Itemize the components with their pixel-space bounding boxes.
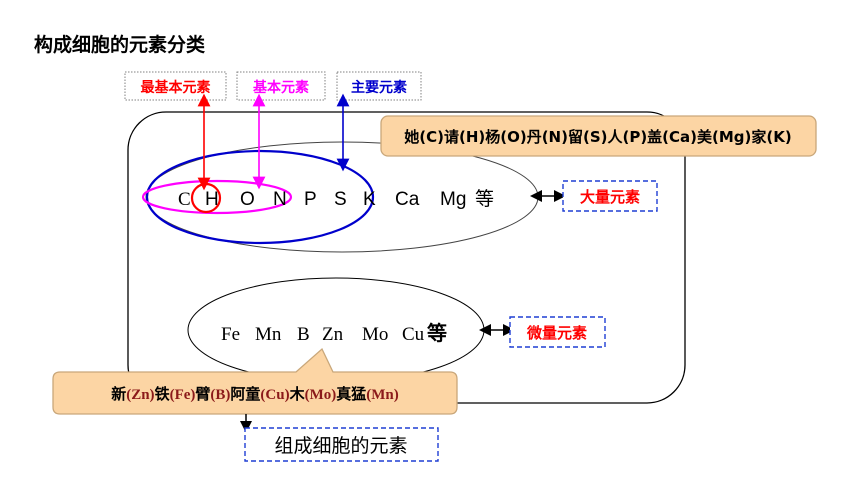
micro-mnemonic-callout: 新(Zn)铁(Fe)臂(B)阿童(Cu)木(Mo)真猛(Mn)	[52, 347, 458, 415]
macro-mnemonic-callout: 她(C)请(H)杨(O)丹(N)留(S)人(P)盖(Ca)美(Mg)家(K)	[380, 115, 817, 157]
most-basic-label-box: 最基本元素	[124, 71, 227, 101]
element-mg: Mg	[440, 189, 466, 210]
micro-mnemonic-element: (B)	[210, 387, 230, 403]
micro-label-box	[509, 316, 606, 348]
element-p: P	[304, 189, 317, 210]
micro-elements-row: Fe Mn B Zn Mo Cu 等	[221, 321, 447, 345]
element-b: B	[297, 324, 310, 345]
element-k: K	[363, 189, 376, 210]
micro-mnemonic-element: (Zn)	[126, 387, 154, 403]
main-label-box: 主要元素	[336, 71, 422, 101]
macro-mnemonic-text: 她(C)请(H)杨(O)丹(N)留(S)人(P)盖(Ca)美(Mg)家(K)	[404, 128, 791, 146]
micro-label: 微量元素	[526, 324, 587, 342]
element-zn: Zn	[322, 324, 344, 345]
element-s: S	[334, 189, 347, 210]
element-c: C	[178, 189, 191, 210]
macro-suffix: 等	[475, 188, 494, 210]
macro-label: 大量元素	[580, 188, 640, 206]
micro-mnemonic-char: 臂	[195, 385, 210, 403]
page-title: 构成细胞的元素分类	[34, 33, 205, 56]
element-fe: Fe	[221, 324, 240, 345]
cell-elements-label-box	[244, 427, 439, 462]
element-mo: Mo	[362, 324, 388, 345]
micro-mnemonic-element: (Mo)	[305, 387, 337, 403]
basic-label-box: 基本元素	[236, 71, 326, 101]
main-label: 主要元素	[351, 79, 407, 96]
macro-label-box	[562, 180, 658, 212]
element-o: O	[240, 189, 255, 210]
micro-mnemonic-char: 阿童	[230, 385, 260, 403]
micro-suffix: 等	[427, 321, 447, 345]
element-n: N	[273, 189, 287, 210]
micro-mnemonic-char: 新	[111, 385, 126, 403]
micro-mnemonic-element: (Mn)	[366, 387, 399, 403]
micro-mnemonic-char: 铁	[155, 385, 170, 403]
macro-elements-row: C H O N P S K Ca Mg 等	[178, 188, 494, 210]
element-cu: Cu	[402, 324, 425, 345]
micro-mnemonic-element: (Fe)	[170, 387, 196, 403]
element-h: H	[205, 189, 219, 210]
micro-mnemonic-element: (Cu)	[260, 387, 289, 403]
element-ca: Ca	[395, 189, 420, 210]
most-basic-label: 最基本元素	[141, 79, 211, 96]
micro-mnemonic-text: 新(Zn)铁(Fe)臂(B)阿童(Cu)木(Mo)真猛(Mn)	[111, 385, 399, 403]
cell-elements-label: 组成细胞的元素	[274, 435, 407, 457]
micro-mnemonic-char: 木	[289, 385, 306, 403]
basic-label: 基本元素	[253, 79, 309, 96]
element-mn: Mn	[255, 324, 282, 345]
micro-mnemonic-char: 真猛	[336, 385, 366, 403]
basic-elements-ellipse	[141, 179, 293, 215]
